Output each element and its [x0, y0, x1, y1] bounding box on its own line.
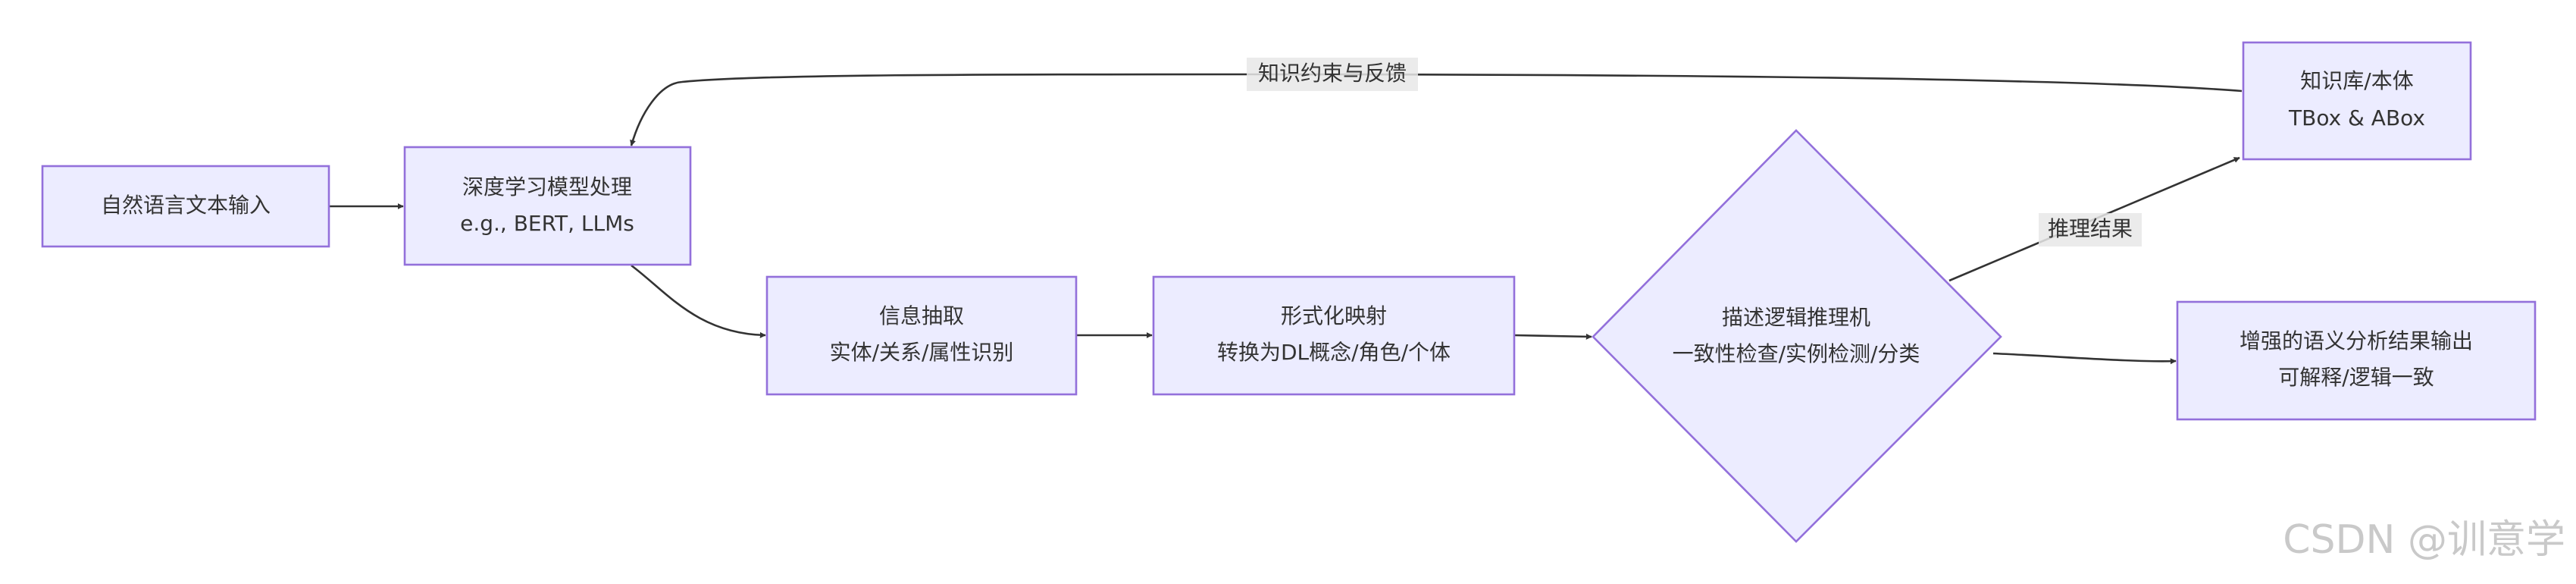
edge-kb-to-dl-feedback — [630, 73, 2243, 146]
edge-label-feedback: 知识约束与反馈 — [1258, 61, 1407, 86]
watermark-text: CSDN @训意学 — [2283, 517, 2565, 563]
node-kb-label: 知识库/本体 — [2300, 68, 2413, 93]
node-output-box — [2176, 300, 2537, 421]
node-dl-label: 深度学习模型处理 — [462, 174, 632, 199]
node-reasoner-label: 描述逻辑推理机 — [1722, 305, 1870, 330]
node-kb-sublabel: TBox & ABox — [2288, 105, 2425, 130]
node-output-sublabel: 可解释/逻辑一致 — [2278, 365, 2434, 390]
node-formalize-box — [1152, 275, 1516, 396]
node-reasoner: 描述逻辑推理机 一致性检查/实例检测/分类 — [1592, 129, 2002, 543]
node-formalize-label: 形式化映射 — [1281, 303, 1387, 328]
node-output-label: 增强的语义分析结果输出 — [2240, 328, 2473, 353]
node-dl: 深度学习模型处理 e.g., BERT, LLMs — [403, 146, 692, 266]
node-reasoner-sublabel: 一致性检查/实例检测/分类 — [1673, 341, 1920, 366]
edge-label-reasoning-bg — [2039, 213, 2142, 246]
node-kb: 知识库/本体 TBox & ABox — [2242, 41, 2472, 161]
edge-label-reasoning: 推理结果 — [2048, 216, 2133, 241]
node-kb-box — [2242, 41, 2472, 161]
node-dl-sublabel: e.g., BERT, LLMs — [460, 211, 634, 236]
edge-reasoner-to-output — [1992, 352, 2177, 365]
node-formalize: 形式化映射 转换为DL概念/角色/个体 — [1152, 275, 1516, 396]
node-extract: 信息抽取 实体/关系/属性识别 — [765, 275, 1078, 396]
node-input-box — [41, 165, 330, 248]
edge-dl-to-extract — [631, 264, 766, 338]
node-extract-sublabel: 实体/关系/属性识别 — [830, 340, 1014, 365]
edge-label-feedback-group: 知识约束与反馈 — [1247, 58, 1418, 91]
node-extract-label: 信息抽取 — [879, 303, 964, 328]
node-output: 增强的语义分析结果输出 可解释/逻辑一致 — [2176, 300, 2537, 421]
node-formalize-sublabel: 转换为DL概念/角色/个体 — [1217, 340, 1451, 365]
node-reasoner-diamond — [1592, 129, 2002, 543]
node-extract-box — [765, 275, 1078, 396]
edge-label-reasoning-group: 推理结果 — [2039, 213, 2142, 246]
edge-formalize-to-reasoner — [1513, 333, 1592, 340]
node-dl-box — [403, 146, 692, 266]
node-input: 自然语言文本输入 — [41, 165, 330, 248]
node-input-label: 自然语言文本输入 — [101, 193, 271, 218]
edge-label-feedback-bg — [1247, 58, 1418, 91]
